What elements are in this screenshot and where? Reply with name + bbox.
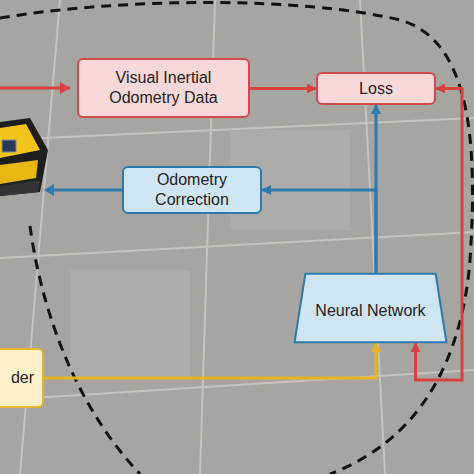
robot <box>0 118 48 196</box>
data-box: Visual Inertial Odometry Data <box>77 58 250 118</box>
network-trapezoid: Neural Network <box>293 273 448 343</box>
node-label: Neural Network <box>315 301 425 321</box>
node-label: der <box>11 368 34 388</box>
arrow-head <box>60 82 70 94</box>
dashed-boundary <box>0 3 473 474</box>
sensor-box: der <box>0 348 44 408</box>
connector-arrow <box>375 105 378 273</box>
node-label: Odometry Correction <box>130 170 254 210</box>
input-line <box>0 87 70 90</box>
node-label: Visual Inertial Odometry Data <box>85 68 242 108</box>
connector-arrow <box>44 343 376 378</box>
arrow-head <box>44 184 54 196</box>
trapezoid-shape <box>295 274 447 343</box>
node-label: Loss <box>359 79 393 99</box>
output-line <box>52 189 122 192</box>
connector-arrow <box>250 87 316 90</box>
process-box: Odometry Correction <box>122 166 262 214</box>
connector-arrow <box>262 190 376 273</box>
loss-box: Loss <box>316 72 436 105</box>
